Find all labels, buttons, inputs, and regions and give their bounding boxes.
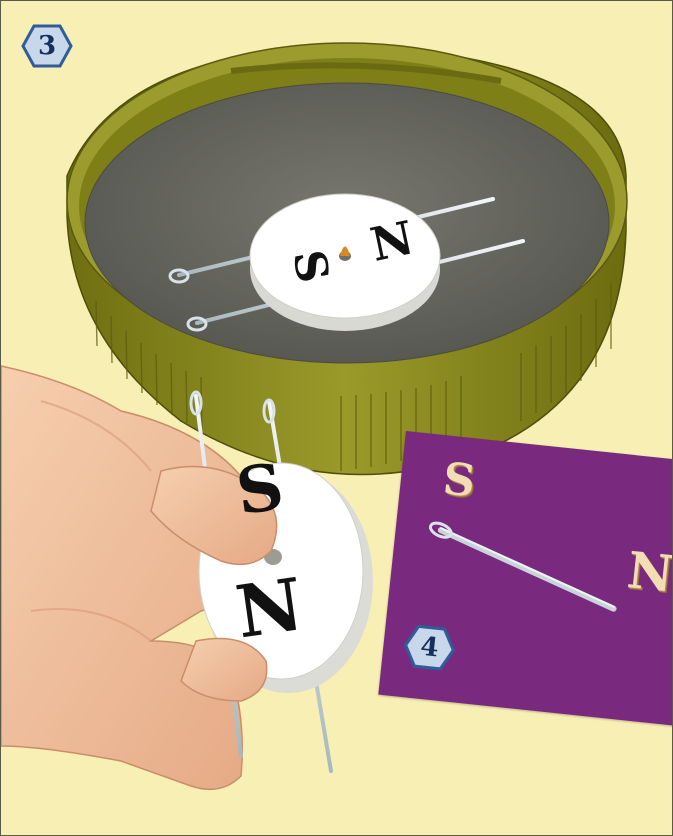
step-3-number: 3: [21, 23, 73, 69]
step-3-badge: 3: [21, 23, 73, 69]
step-4-number: 4: [401, 622, 458, 673]
held-disk-north-letter: N: [231, 561, 308, 654]
card-needle: [378, 431, 673, 729]
magnetized-needle-card: S N 4: [378, 431, 673, 729]
step-4-badge: 4: [401, 622, 458, 673]
